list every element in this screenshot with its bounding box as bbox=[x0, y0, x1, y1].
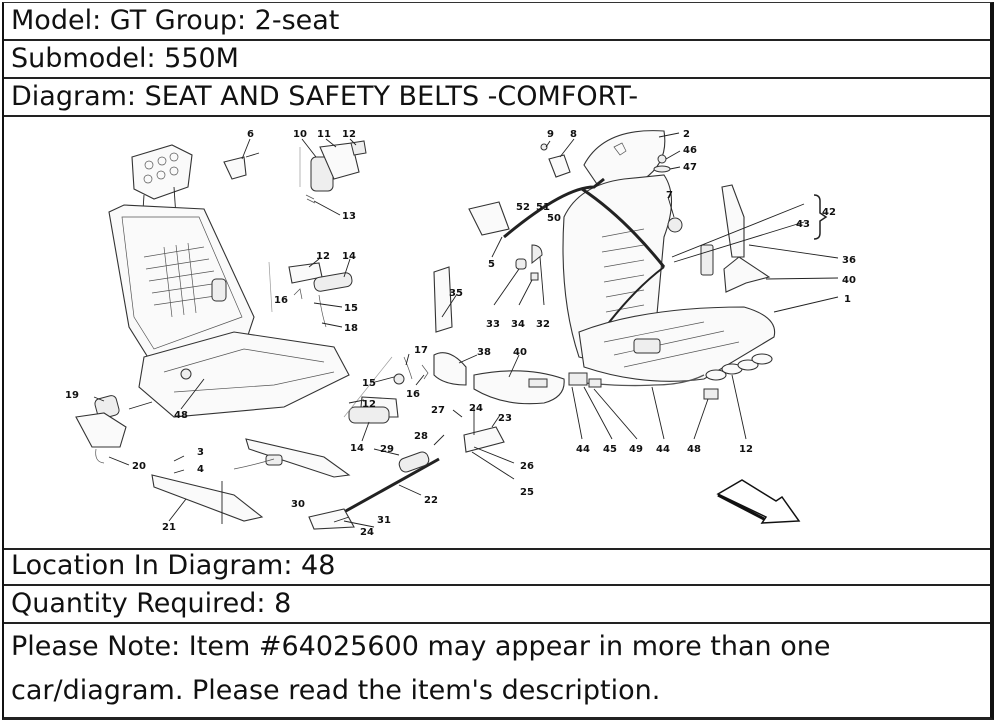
callout: 48 bbox=[174, 410, 188, 421]
callout: 4 bbox=[197, 464, 204, 475]
callout: 34 bbox=[511, 319, 525, 330]
callout: 48 bbox=[687, 444, 701, 455]
callout: 15 bbox=[344, 303, 358, 314]
callout: 50 bbox=[547, 213, 561, 224]
upholstered-seat-drawing bbox=[433, 130, 776, 405]
callout: 24 bbox=[469, 403, 483, 414]
callout-labels: 6 10 11 12 13 12 14 16 15 18 19 48 20 3 … bbox=[65, 129, 856, 538]
callout: 23 bbox=[498, 413, 512, 424]
note-line-1: Please Note: Item #64025600 may appear i… bbox=[11, 631, 831, 662]
callout: 15 bbox=[362, 378, 376, 389]
callout: 14 bbox=[342, 251, 356, 262]
callout: 40 bbox=[842, 275, 856, 286]
callout: 5 bbox=[488, 259, 495, 270]
quantity-row: Quantity Required: 8 bbox=[4, 586, 990, 624]
callout: 31 bbox=[377, 515, 391, 526]
item-note: Please Note: Item #64025600 may appear i… bbox=[4, 624, 990, 718]
callout: 24 bbox=[360, 527, 374, 538]
callout: 29 bbox=[380, 444, 394, 455]
callout: 2 bbox=[683, 129, 690, 140]
callout: 11 bbox=[317, 129, 331, 140]
callout: 21 bbox=[162, 522, 176, 533]
callout: 19 bbox=[65, 390, 79, 401]
callout: 1 bbox=[844, 294, 851, 305]
callout: 52 bbox=[516, 202, 530, 213]
callout: 51 bbox=[536, 202, 550, 213]
callout: 16 bbox=[274, 295, 288, 306]
model-row: Model: GT Group: 2-seat bbox=[4, 3, 990, 41]
callout: 42 bbox=[822, 207, 836, 218]
callout: 44 bbox=[656, 444, 670, 455]
callout: 18 bbox=[344, 323, 358, 334]
callout: 45 bbox=[603, 444, 617, 455]
callout: 9 bbox=[547, 129, 554, 140]
callout: 6 bbox=[247, 129, 254, 140]
callout: 13 bbox=[342, 211, 356, 222]
note-line-2: car/diagram. Please read the item's desc… bbox=[11, 675, 661, 706]
callout: 14 bbox=[350, 443, 364, 454]
callout: 43 bbox=[796, 219, 810, 230]
callout: 7 bbox=[666, 190, 673, 201]
callout: 8 bbox=[570, 129, 577, 140]
callout: 12 bbox=[342, 129, 356, 140]
callout: 17 bbox=[414, 345, 428, 356]
callout: 40 bbox=[513, 347, 527, 358]
exploded-parts-diagram: 6 10 11 12 13 12 14 16 15 18 19 48 20 3 … bbox=[4, 117, 990, 550]
callout: 27 bbox=[431, 405, 445, 416]
callout: 36 bbox=[842, 255, 856, 266]
callout: 47 bbox=[683, 162, 697, 173]
diagram-title-row: Diagram: SEAT AND SAFETY BELTS -COMFORT- bbox=[4, 79, 990, 117]
submodel-row: Submodel: 550M bbox=[4, 41, 990, 79]
callout: 12 bbox=[316, 251, 330, 262]
callout: 16 bbox=[406, 389, 420, 400]
callout: 26 bbox=[520, 461, 534, 472]
callout: 12 bbox=[739, 444, 753, 455]
callout: 46 bbox=[683, 145, 697, 156]
callout: 33 bbox=[486, 319, 500, 330]
seat-diagram-svg: 6 10 11 12 13 12 14 16 15 18 19 48 20 3 … bbox=[65, 129, 856, 538]
leader-lines bbox=[93, 132, 839, 528]
callout: 35 bbox=[449, 288, 463, 299]
callout: 38 bbox=[477, 347, 491, 358]
callout: 30 bbox=[291, 499, 305, 510]
callout: 20 bbox=[132, 461, 146, 472]
location-row: Location In Diagram: 48 bbox=[4, 548, 990, 586]
callout: 3 bbox=[197, 447, 204, 458]
callout: 10 bbox=[293, 129, 307, 140]
callout: 44 bbox=[576, 444, 590, 455]
callout: 32 bbox=[536, 319, 550, 330]
callout: 22 bbox=[424, 495, 438, 506]
callout: 25 bbox=[520, 487, 534, 498]
front-direction-arrow-icon bbox=[716, 479, 801, 524]
callout: 12 bbox=[362, 399, 376, 410]
callout: 28 bbox=[414, 431, 428, 442]
callout: 49 bbox=[629, 444, 643, 455]
